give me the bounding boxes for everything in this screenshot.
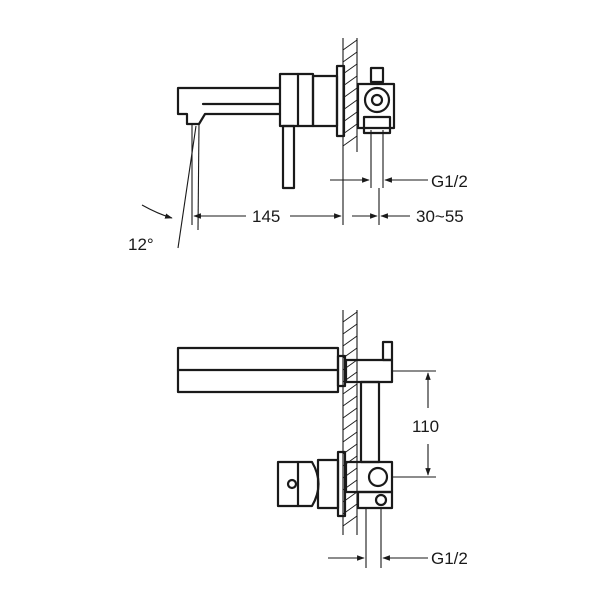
wall-depth-label: 30~55	[416, 207, 464, 226]
valve-top	[344, 460, 394, 510]
mixer-top	[276, 450, 347, 518]
wall-plate	[335, 64, 346, 138]
concealed-valve	[356, 66, 396, 135]
side-thread-label: G1/2	[431, 172, 468, 191]
height-label: 110	[412, 417, 439, 436]
angle-label: 12°	[128, 235, 154, 254]
lever-handle	[281, 124, 296, 190]
connecting-pipe	[344, 340, 394, 464]
top-view: 110 G1/2	[176, 310, 468, 568]
spout-projection-label: 145	[252, 207, 280, 226]
spout	[176, 86, 282, 126]
mixer-body	[278, 72, 315, 128]
top-thread-label: G1/2	[431, 549, 468, 568]
side-view: G1/2 145 30~55 12°	[128, 38, 468, 254]
